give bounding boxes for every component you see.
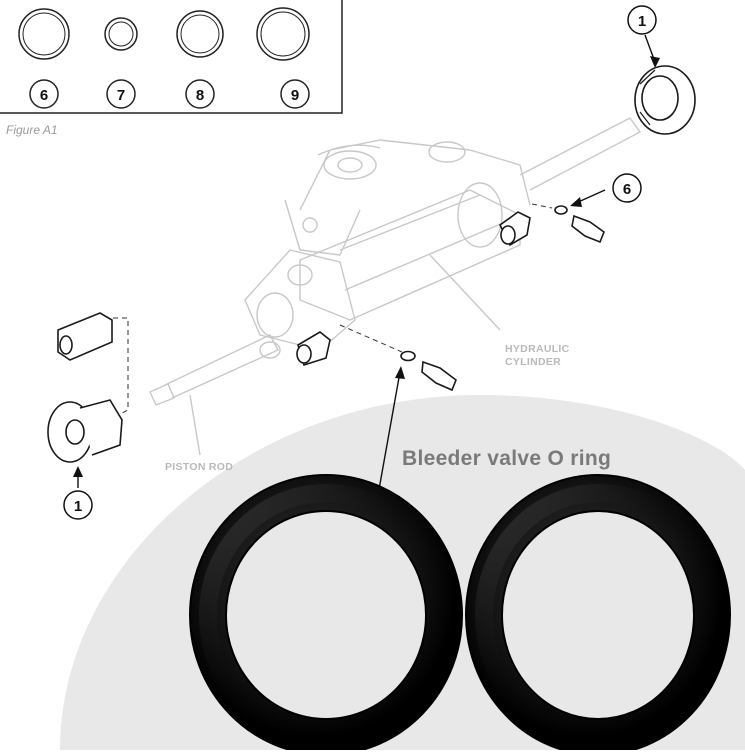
inset-callout-9: 9 xyxy=(291,87,299,104)
piston-rod-label: PISTON ROD xyxy=(165,461,233,473)
hydraulic-label-line2: CYLINDER xyxy=(505,356,561,368)
callout-6-bleeder: 6 xyxy=(623,181,631,198)
o-ring-left xyxy=(189,474,463,755)
inset-box: 6 7 8 9 xyxy=(0,0,343,114)
inset-callout-8: 8 xyxy=(196,87,204,104)
inset-ring-8 xyxy=(176,10,224,58)
callout-1-top: 1 xyxy=(638,13,646,30)
o-ring-right xyxy=(465,474,731,755)
inset-ring-6 xyxy=(18,8,70,60)
cylinder-drawing xyxy=(149,117,641,456)
inset-ring-7 xyxy=(104,17,138,51)
product-title: Bleeder valve O ring xyxy=(402,447,611,470)
callout-1-bottom: 1 xyxy=(74,498,82,515)
inset-callout-6: 6 xyxy=(40,87,48,104)
figure-label: Figure A1 xyxy=(6,123,58,137)
hydraulic-label-line1: HYDRAULIC xyxy=(505,343,570,355)
fittings xyxy=(47,65,696,463)
inset-callout-7: 7 xyxy=(117,87,125,104)
inset-ring-9 xyxy=(256,7,310,61)
